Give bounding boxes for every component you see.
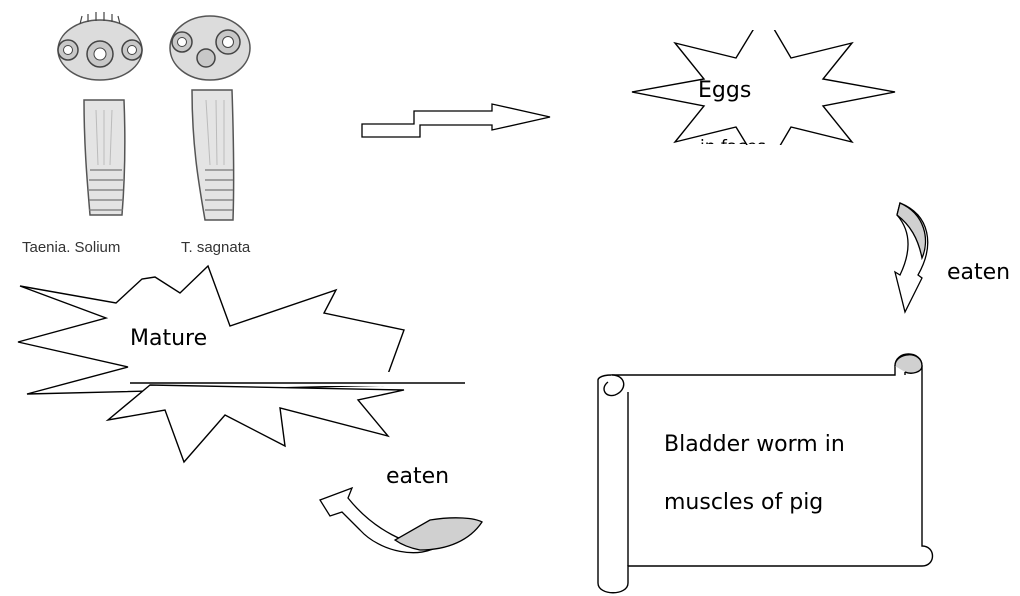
caption-taenia-solium: Taenia. Solium bbox=[22, 239, 120, 256]
taenia-solium-drawing bbox=[58, 12, 142, 215]
eaten-label-bottom: eaten bbox=[386, 464, 449, 489]
mature-starburst bbox=[18, 266, 465, 462]
taenia-saginata-drawing bbox=[170, 16, 250, 220]
curved-arrow-bottom bbox=[320, 488, 482, 553]
eggs-label: Eggs bbox=[698, 78, 751, 103]
eaten-label-right: eaten bbox=[947, 260, 1010, 285]
mature-label: Mature bbox=[130, 326, 207, 351]
bladder-line-1: Bladder worm in bbox=[664, 432, 845, 457]
eggs-partial-label: in faces bbox=[700, 137, 766, 144]
bladder-worm-scroll bbox=[598, 354, 933, 593]
eggs-starburst bbox=[632, 12, 895, 173]
caption-t-sagnata: T. sagnata bbox=[181, 239, 250, 256]
bladder-line-2: muscles of pig bbox=[664, 490, 823, 515]
arrow-to-eggs bbox=[362, 104, 550, 137]
curved-arrow-right bbox=[895, 203, 928, 312]
